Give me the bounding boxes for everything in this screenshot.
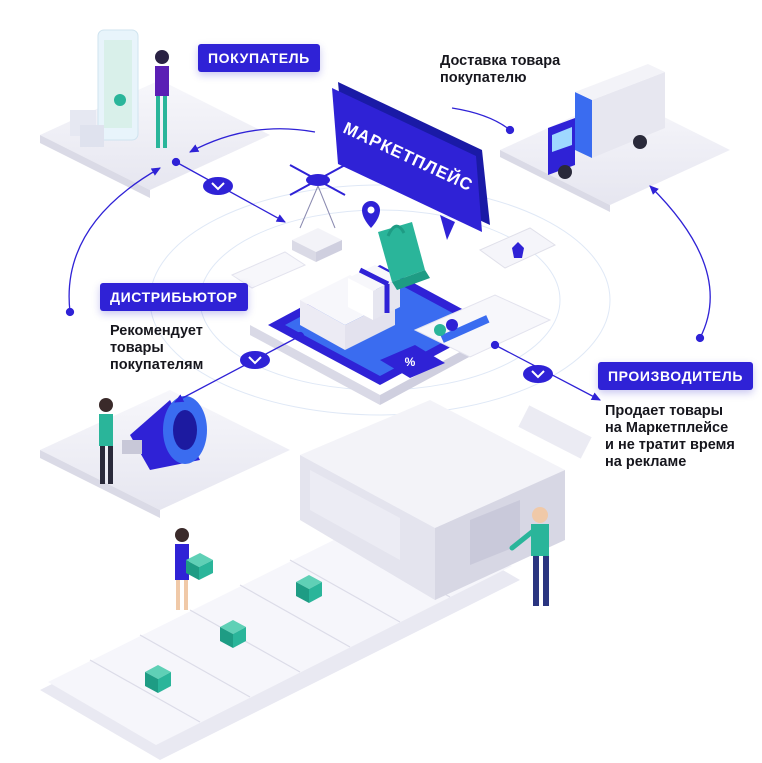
buyer-platform bbox=[40, 29, 270, 198]
gift-box-icon bbox=[348, 265, 400, 320]
delivery-platform bbox=[500, 95, 730, 212]
courier-woman-figure bbox=[175, 528, 213, 610]
truck-icon bbox=[548, 64, 665, 179]
box-icon bbox=[145, 665, 171, 693]
discount-coupon: % bbox=[380, 345, 445, 378]
location-pin-icon bbox=[362, 201, 380, 228]
box-icon bbox=[220, 620, 246, 648]
worker-figure bbox=[509, 507, 549, 606]
buyer-tag: ПОКУПАТЕЛЬ bbox=[198, 44, 320, 72]
arrow-badge-icon bbox=[523, 365, 553, 383]
marketplace-sign: МАРКЕТПЛЕЙС bbox=[332, 82, 490, 240]
producer-note: Продает товары на Маркетплейсе и не трат… bbox=[605, 403, 735, 470]
box-icon bbox=[296, 575, 322, 603]
producer-tag: ПРОИЗВОДИТЕЛЬ bbox=[598, 362, 754, 390]
distributor-note: Рекомендует товары покупателям bbox=[110, 323, 204, 373]
delivery-note: Доставка товара покупателю bbox=[440, 53, 561, 86]
megaphone-icon bbox=[122, 396, 207, 470]
conveyor-boxes bbox=[145, 575, 322, 693]
factory-machine bbox=[300, 400, 592, 600]
distributor-tag: ДИСТРИБЬЮТОР bbox=[100, 283, 248, 311]
filters-card bbox=[413, 294, 552, 358]
arrow-badge-icon bbox=[240, 351, 270, 369]
product-card-dress bbox=[478, 227, 557, 269]
shopping-bag-icon bbox=[378, 222, 430, 290]
percent-sign: % bbox=[405, 355, 416, 369]
buyer-figure bbox=[155, 50, 169, 148]
arrow-badge-icon bbox=[203, 177, 233, 195]
distributor-figure bbox=[99, 398, 113, 484]
drone-icon bbox=[289, 164, 346, 262]
